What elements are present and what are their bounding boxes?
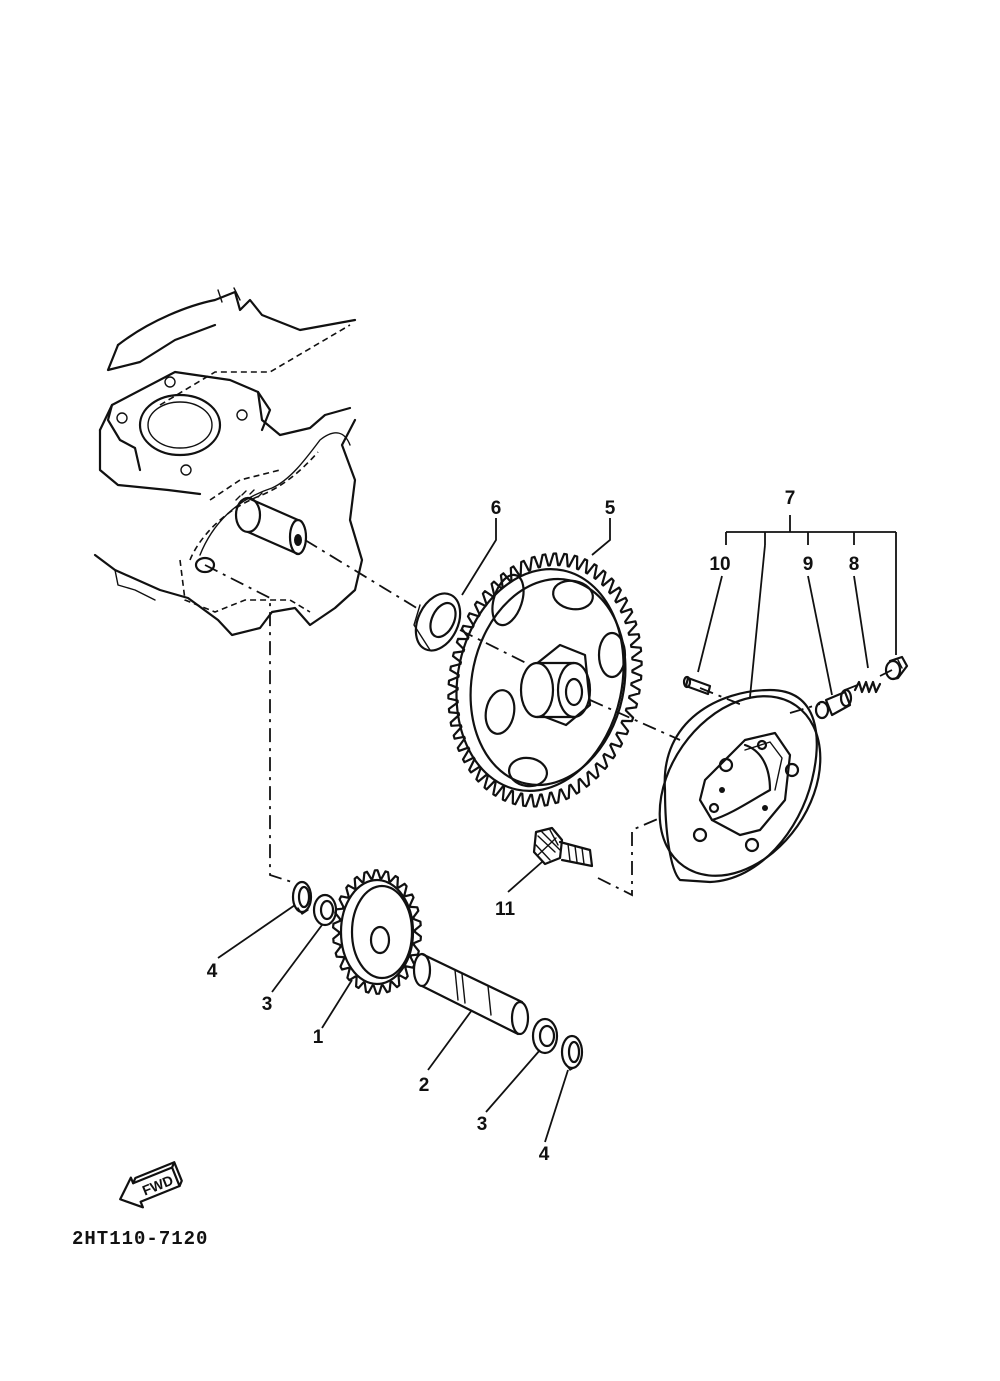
callout-10: 10 [709,554,730,575]
callout-11: 11 [495,899,516,920]
washer-part-3-left [312,893,338,927]
roller-part-9 [814,688,853,720]
alignment-lines [204,539,893,897]
callout-6: 6 [491,498,502,519]
spring-part-8 [853,680,882,694]
idler-gear-part-1 [332,869,422,995]
callout-5: 5 [605,498,616,519]
gear-teeth-outline [332,869,422,995]
leader-lines [217,515,897,1143]
callout-3-right: 3 [477,1114,488,1135]
engine-crankcase [93,287,364,637]
one-way-clutch-part-7 [658,688,822,884]
pin-part-10 [682,675,712,696]
starter-wheel-gear-part-5 [447,552,643,808]
idler-shaft-part-2 [412,952,530,1036]
bolt-part-11 [532,826,594,868]
callout-7: 7 [785,488,796,509]
callout-4-right: 4 [539,1144,550,1165]
diagram-part-code: 2HT110-7120 [72,1228,209,1250]
spring-cap-part-7-tip [884,655,909,681]
forward-direction-arrow: FWD [119,1161,183,1209]
washer-part-6 [413,592,462,652]
circlip-part-4-left [291,880,313,915]
callout-labels: 6 5 7 10 9 8 11 4 3 1 2 3 4 [207,488,860,1165]
callout-3-left: 3 [262,994,273,1015]
callout-9: 9 [803,554,814,575]
washer-part-3-right [531,1017,559,1055]
callout-2: 2 [419,1075,430,1096]
callout-4-left: 4 [207,961,218,982]
callout-1: 1 [313,1027,324,1048]
circlip-part-4-right [560,1034,584,1071]
callout-8: 8 [849,554,860,575]
